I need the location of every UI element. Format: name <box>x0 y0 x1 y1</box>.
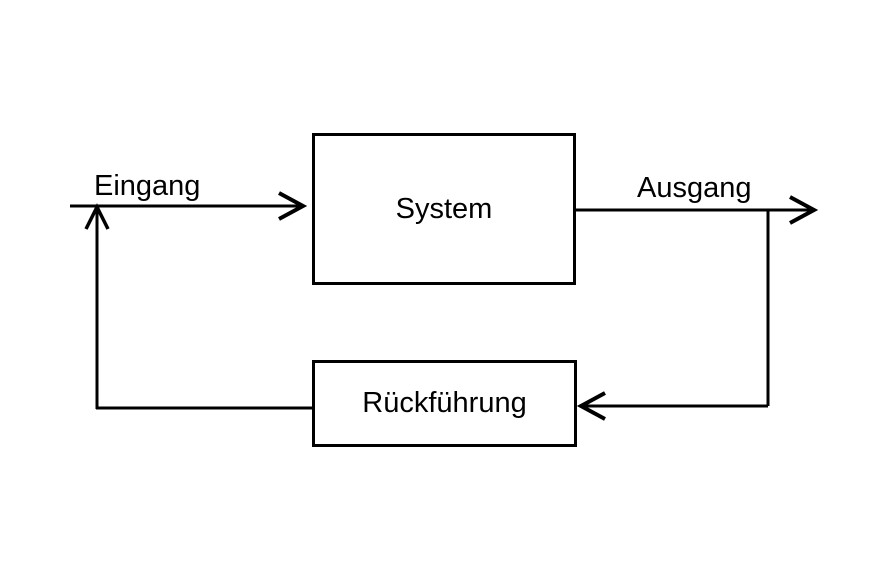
feedback-up-arrowhead-icon <box>84 203 110 230</box>
system-box: System <box>312 133 576 285</box>
output-arrowhead-icon <box>789 195 819 225</box>
input-edge-label: Eingang <box>94 170 201 202</box>
feedback-box: Rückführung <box>312 360 577 447</box>
output-edge-label: Ausgang <box>637 172 752 204</box>
input-arrowhead-icon <box>278 191 308 221</box>
feedback-return-arrowhead-icon <box>576 391 606 421</box>
system-box-label: System <box>395 192 493 225</box>
feedback-box-label: Rückführung <box>362 387 527 419</box>
